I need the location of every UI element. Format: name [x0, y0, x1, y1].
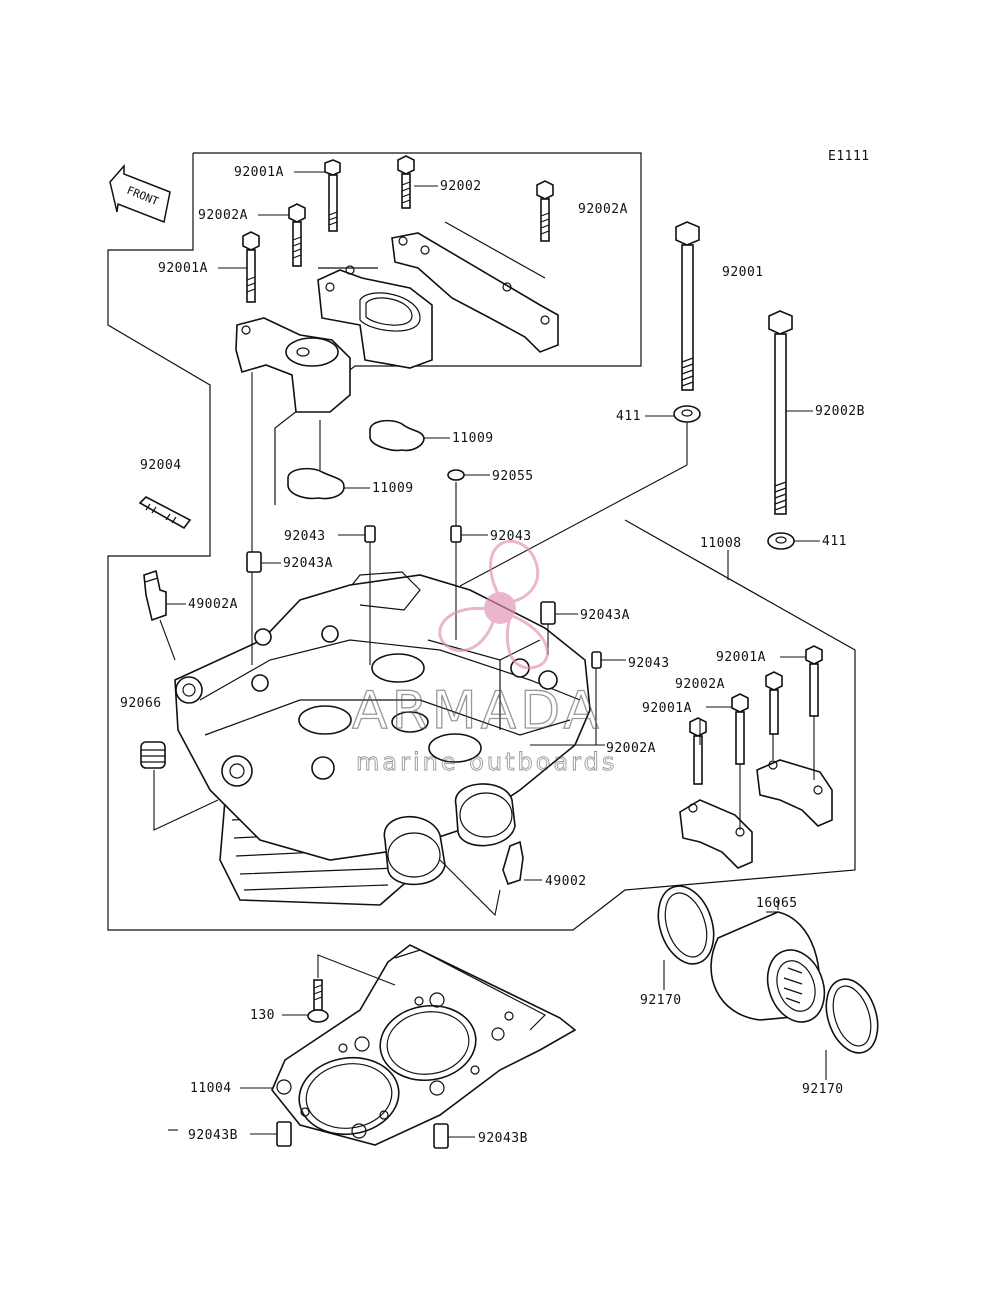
bolt-92001A-right-a [805, 645, 823, 717]
callout-11009: 11009 [372, 481, 414, 496]
callout-92055: 92055 [492, 469, 534, 484]
callout-92043A: 92043A [580, 608, 630, 623]
cam-holder-left [235, 317, 351, 413]
holder-16065 [710, 911, 826, 1023]
callout-92004: 92004 [140, 458, 182, 473]
plug-49002 [502, 840, 524, 886]
callout-92043B: 92043B [478, 1131, 528, 1146]
callout-11004: 11004 [190, 1081, 232, 1096]
washer-411-upper [673, 405, 701, 423]
dowel-92043B-right [433, 1123, 449, 1149]
bolt-92002A-right-a [765, 671, 783, 735]
callout-411: 411 [616, 409, 641, 424]
seal-92066 [140, 741, 166, 769]
bolt-92002-top [397, 155, 415, 209]
dowel-92043-c [591, 651, 602, 669]
bolt-130 [307, 979, 329, 1023]
cylinder-head [174, 571, 591, 906]
propeller-logo-icon [438, 539, 549, 670]
washer-411-lower [767, 532, 795, 550]
armada-watermark: ARMADA marine outboards [351, 539, 617, 776]
callout-49002: 49002 [545, 874, 587, 889]
callout-92001A: 92001A [158, 261, 208, 276]
group-outlines [107, 152, 856, 931]
stud-92004 [138, 496, 192, 530]
callout-92043A: 92043A [283, 556, 333, 571]
bolt-92001-long [675, 221, 700, 391]
oring-92055 [447, 469, 465, 481]
plug-49002A [143, 569, 167, 622]
bolt-92001A-right-b [731, 693, 749, 765]
callout-92043: 92043 [628, 656, 670, 671]
bolt-92001A-top [324, 159, 341, 232]
leader-lines [153, 171, 827, 1138]
dowel-92043-b [450, 525, 462, 543]
cam-cap-rail [391, 221, 559, 353]
bolt-92002A-right-b [689, 717, 707, 785]
callout-92001A: 92001A [234, 165, 284, 180]
callout-92002B: 92002B [815, 404, 865, 419]
cam-holder-right-upper [756, 759, 833, 827]
callout-92170: 92170 [640, 993, 682, 1008]
clamp-92170-left [657, 885, 715, 965]
callout-49002A: 49002A [188, 597, 238, 612]
callout-11008: 11008 [700, 536, 742, 551]
dowel-92043A-right [540, 601, 556, 625]
callout-92066: 92066 [120, 696, 162, 711]
bolt-92002B-long [768, 310, 793, 515]
callout-92001A: 92001A [716, 650, 766, 665]
callout-411: 411 [822, 534, 847, 549]
cam-holder-right-lower [679, 799, 753, 869]
bolt-92002A-top-right [536, 180, 554, 242]
callout-92002A: 92002A [198, 208, 248, 223]
callout-92043: 92043 [490, 529, 532, 544]
cam-holder-center [317, 265, 433, 369]
diagram-code: E1111 [828, 149, 870, 164]
clamp-92170-right [825, 978, 879, 1054]
head-gasket-11004 [271, 944, 577, 1146]
watermark-brand: ARMADA [352, 681, 603, 741]
callout-92002A: 92002A [578, 202, 628, 217]
callout-92002: 92002 [440, 179, 482, 194]
callout-92001A: 92001A [642, 701, 692, 716]
callout-92170: 92170 [802, 1082, 844, 1097]
gasket-11009-upper [369, 419, 425, 452]
callout-92002A: 92002A [606, 741, 656, 756]
dowel-92043-a [364, 525, 376, 543]
bolt-92001A-left [242, 231, 260, 303]
callout-92001: 92001 [722, 265, 764, 280]
dowel-92043B-left [276, 1121, 292, 1147]
callout-92002A: 92002A [675, 677, 725, 692]
watermark-tagline: marine outboards [356, 748, 617, 776]
callout-92043: 92043 [284, 529, 326, 544]
dowel-92043A-left [246, 551, 262, 573]
callout-11009: 11009 [452, 431, 494, 446]
callout-16065: 16065 [756, 896, 798, 911]
callout-92043B: 92043B [188, 1128, 238, 1143]
callout-labels: 92001A 92002 92002A 92002A 92001A 92001 … [120, 165, 865, 1146]
gasket-11009-lower [287, 467, 345, 500]
callout-130: 130 [250, 1008, 275, 1023]
bolt-92002A-top-left [288, 203, 306, 267]
front-arrow-icon: FRONT [109, 164, 171, 224]
